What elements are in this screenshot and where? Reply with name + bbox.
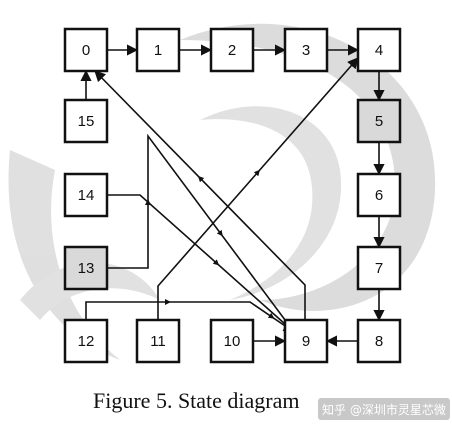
state-box	[283, 27, 329, 73]
state-node-9: 9	[283, 318, 329, 364]
state-label: 9	[302, 333, 310, 350]
state-label: 12	[78, 333, 95, 350]
background-swirl-watermark	[8, 23, 436, 360]
state-box	[135, 318, 181, 364]
state-label: 0	[82, 42, 90, 59]
state-box	[63, 98, 109, 144]
state-node-3: 3	[283, 27, 329, 73]
state-node-15: 15	[63, 98, 109, 144]
state-label: 13	[78, 260, 95, 277]
state-node-1: 1	[135, 27, 181, 73]
state-label: 11	[150, 333, 166, 350]
state-box	[63, 245, 109, 291]
state-label: 14	[78, 187, 95, 204]
transition-11-to-4	[157, 57, 359, 320]
transition-14-to-9	[107, 194, 295, 333]
state-label: 1	[154, 42, 162, 59]
watermark: 知乎 @深圳市灵星芯微	[318, 398, 450, 420]
state-node-5: 5	[356, 98, 402, 144]
state-node-2: 2	[209, 27, 255, 73]
transition-edges	[80, 44, 385, 347]
state-box	[356, 318, 402, 364]
state-label: 5	[375, 113, 383, 130]
state-box	[63, 318, 109, 364]
state-box	[63, 27, 109, 73]
state-node-8: 8	[356, 318, 402, 364]
transition-9-to-0	[94, 70, 306, 320]
state-node-13: 13	[63, 245, 109, 291]
figure-caption: Figure 5. State diagram	[93, 388, 300, 413]
watermark-text: 知乎 @深圳市灵星芯微	[322, 402, 446, 417]
state-box	[209, 27, 255, 73]
state-label: 3	[302, 42, 310, 59]
state-node-6: 6	[356, 172, 402, 218]
state-label: 8	[375, 333, 383, 350]
state-box	[135, 27, 181, 73]
state-node-7: 7	[356, 245, 402, 291]
state-box	[63, 172, 109, 218]
state-box	[356, 245, 402, 291]
state-box	[209, 318, 255, 364]
state-box	[356, 98, 402, 144]
state-box	[283, 318, 329, 364]
state-node-10: 10	[209, 318, 255, 364]
state-node-0: 0	[63, 27, 109, 73]
state-label: 6	[375, 187, 383, 204]
state-box	[356, 27, 402, 73]
state-label: 2	[228, 42, 236, 59]
state-label: 10	[224, 333, 241, 350]
state-label: 4	[375, 42, 383, 59]
state-label: 15	[78, 113, 95, 130]
transition-12-to-9	[85, 301, 295, 333]
state-node-14: 14	[63, 172, 109, 218]
state-label: 7	[375, 260, 383, 277]
state-node-11: 11	[135, 318, 181, 364]
state-box	[356, 172, 402, 218]
state-node-4: 4	[356, 27, 402, 73]
state-node-12: 12	[63, 318, 109, 364]
